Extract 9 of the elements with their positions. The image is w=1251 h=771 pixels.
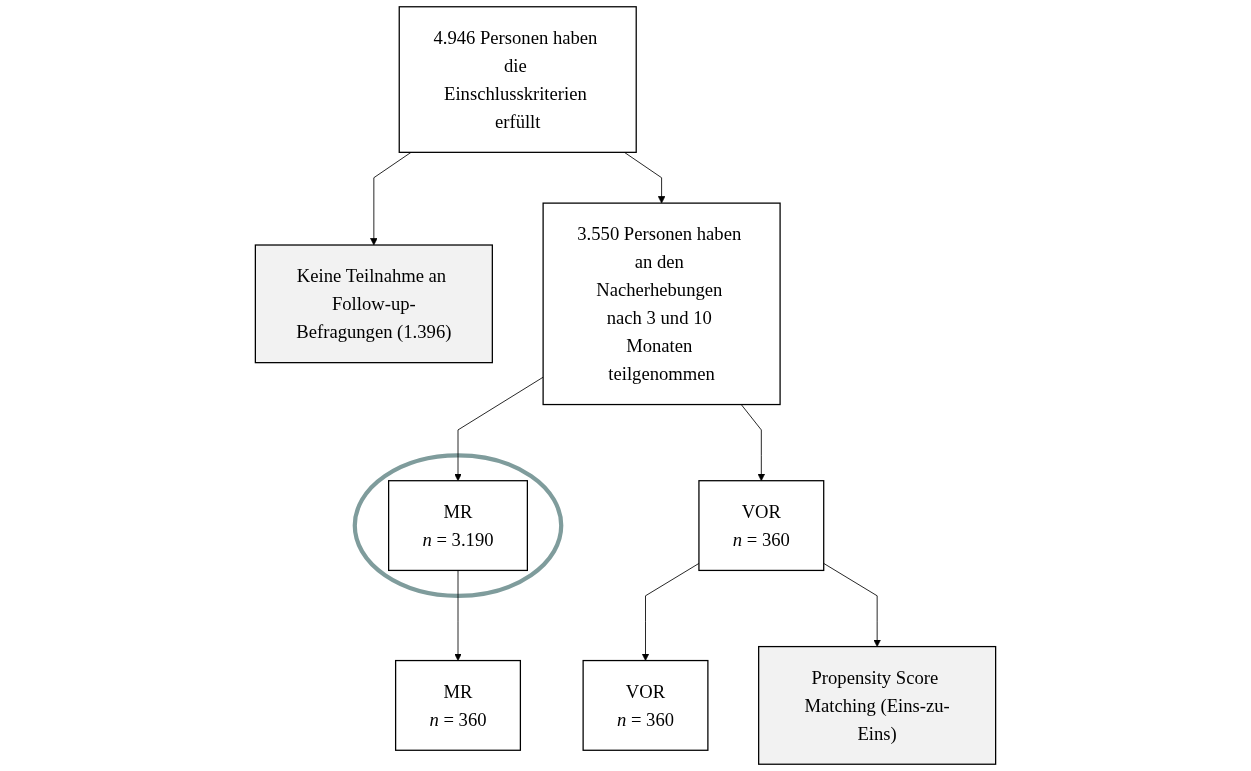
node-box: MR n = 3.190 xyxy=(388,480,528,572)
node-box: 4.946 Personen haben die Einschlusskriterien erfüllt xyxy=(398,6,637,153)
node-box: VOR n = 360 xyxy=(582,659,709,751)
node-box: Propensity Score Matching (Eins-zu-Eins) xyxy=(758,645,997,765)
node-box: Keine Teilnahme an Follow-up-Befragungen (1.396) xyxy=(254,244,493,364)
node-box: VOR n = 360 xyxy=(698,480,825,572)
cluster xyxy=(352,453,564,598)
node-box: MR n = 360 xyxy=(395,659,522,751)
node-box: 3.550 Personen haben an den Nacherhebungen nach 3 und 10 Monaten teilgenommen xyxy=(542,202,781,406)
